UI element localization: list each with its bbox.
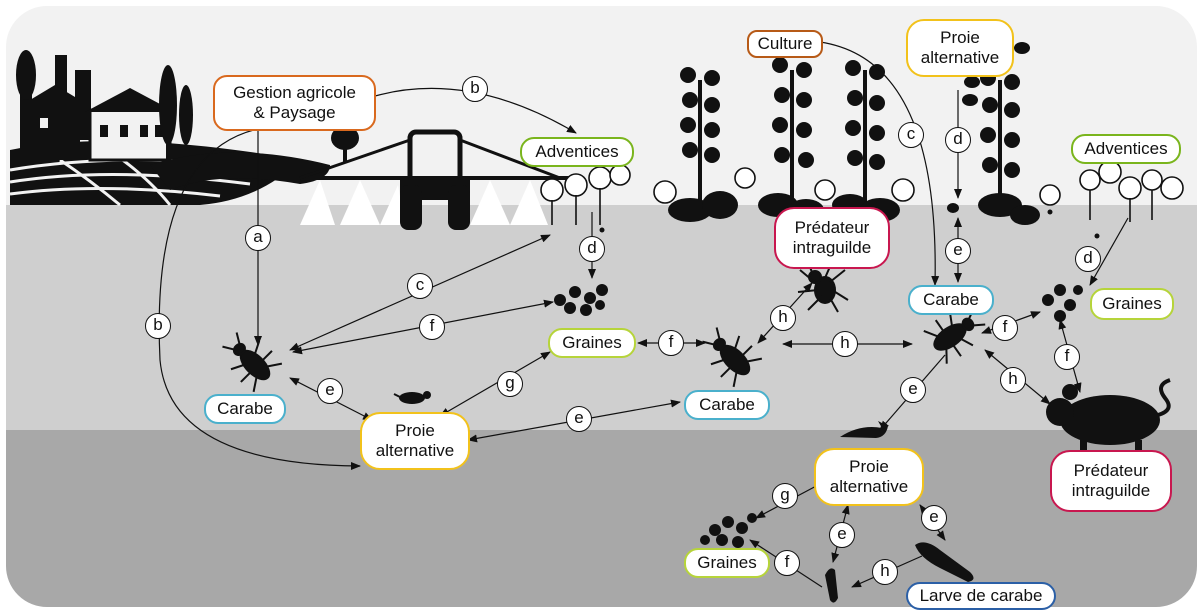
- adventices-left-node: Adventices: [520, 137, 634, 167]
- graines-bottom-node: Graines: [684, 548, 770, 578]
- farm-landscape-icon: [9, 50, 359, 207]
- aphid-icon: [947, 42, 1030, 213]
- tag-d-left: d: [579, 236, 605, 262]
- tag-e-left: e: [317, 378, 343, 404]
- proie-top-node: Proie alternative: [906, 19, 1014, 77]
- tag-c-left: c: [407, 273, 433, 299]
- tag-c-right: c: [898, 122, 924, 148]
- tag-f-right1: f: [992, 315, 1018, 341]
- tag-f-mid: f: [658, 330, 684, 356]
- small-insect-icon: [393, 391, 431, 404]
- carabid-beetle-icon: [222, 307, 986, 393]
- soil-deep-zone: [5, 430, 1198, 608]
- mouse-icon: [1046, 378, 1171, 455]
- carabe-mid-node: Carabe: [684, 390, 770, 420]
- tag-b-left: b: [145, 313, 171, 339]
- gestion-agricole-node: Gestion agricole & Paysage: [213, 75, 376, 131]
- diagram-frame: [4, 4, 1199, 609]
- graines-right-node: Graines: [1090, 288, 1174, 320]
- seed-pile-icon: [554, 284, 1083, 548]
- tag-e-bottom1: e: [829, 522, 855, 548]
- predateur-mid-node: Prédateur intraguilde: [774, 207, 890, 269]
- tag-h-bottom: h: [872, 559, 898, 585]
- tag-g-bottom: g: [772, 483, 798, 509]
- tag-e-bottom2: e: [921, 505, 947, 531]
- larve-node: Larve de carabe: [906, 582, 1056, 610]
- tag-e-top: e: [945, 238, 971, 264]
- slug-icon: [840, 421, 888, 438]
- adventices-right-node: Adventices: [1071, 134, 1181, 164]
- tag-e-slug: e: [900, 377, 926, 403]
- tractor-sprayer-icon: [270, 129, 580, 230]
- predateur-right-node: Prédateur intraguilde: [1050, 450, 1172, 512]
- tag-d-top: d: [945, 127, 971, 153]
- proie-bottom-node: Proie alternative: [814, 448, 924, 506]
- spider-icon: [797, 261, 849, 313]
- tag-a: a: [245, 225, 271, 251]
- tag-f-left: f: [419, 314, 445, 340]
- tag-h-mid: h: [832, 331, 858, 357]
- tag-h-right: h: [1000, 367, 1026, 393]
- tag-e-mid: e: [566, 406, 592, 432]
- graines-mid-node: Graines: [548, 328, 636, 358]
- tag-g-mid: g: [497, 371, 523, 397]
- tag-b-top: b: [462, 76, 488, 102]
- tag-f-bottom: f: [774, 550, 800, 576]
- weed-flowers-icon: [540, 160, 1184, 225]
- beetle-larva-icon: [825, 542, 974, 603]
- carabe-left-node: Carabe: [204, 394, 286, 424]
- carabe-right-node: Carabe: [908, 285, 994, 315]
- tag-d-right: d: [1075, 246, 1101, 272]
- proie-mid-node: Proie alternative: [360, 412, 470, 470]
- tag-h-spider: h: [770, 305, 796, 331]
- tag-f-right2: f: [1054, 344, 1080, 370]
- soil-surface-zone: [5, 205, 1198, 430]
- culture-node: Culture: [747, 30, 823, 58]
